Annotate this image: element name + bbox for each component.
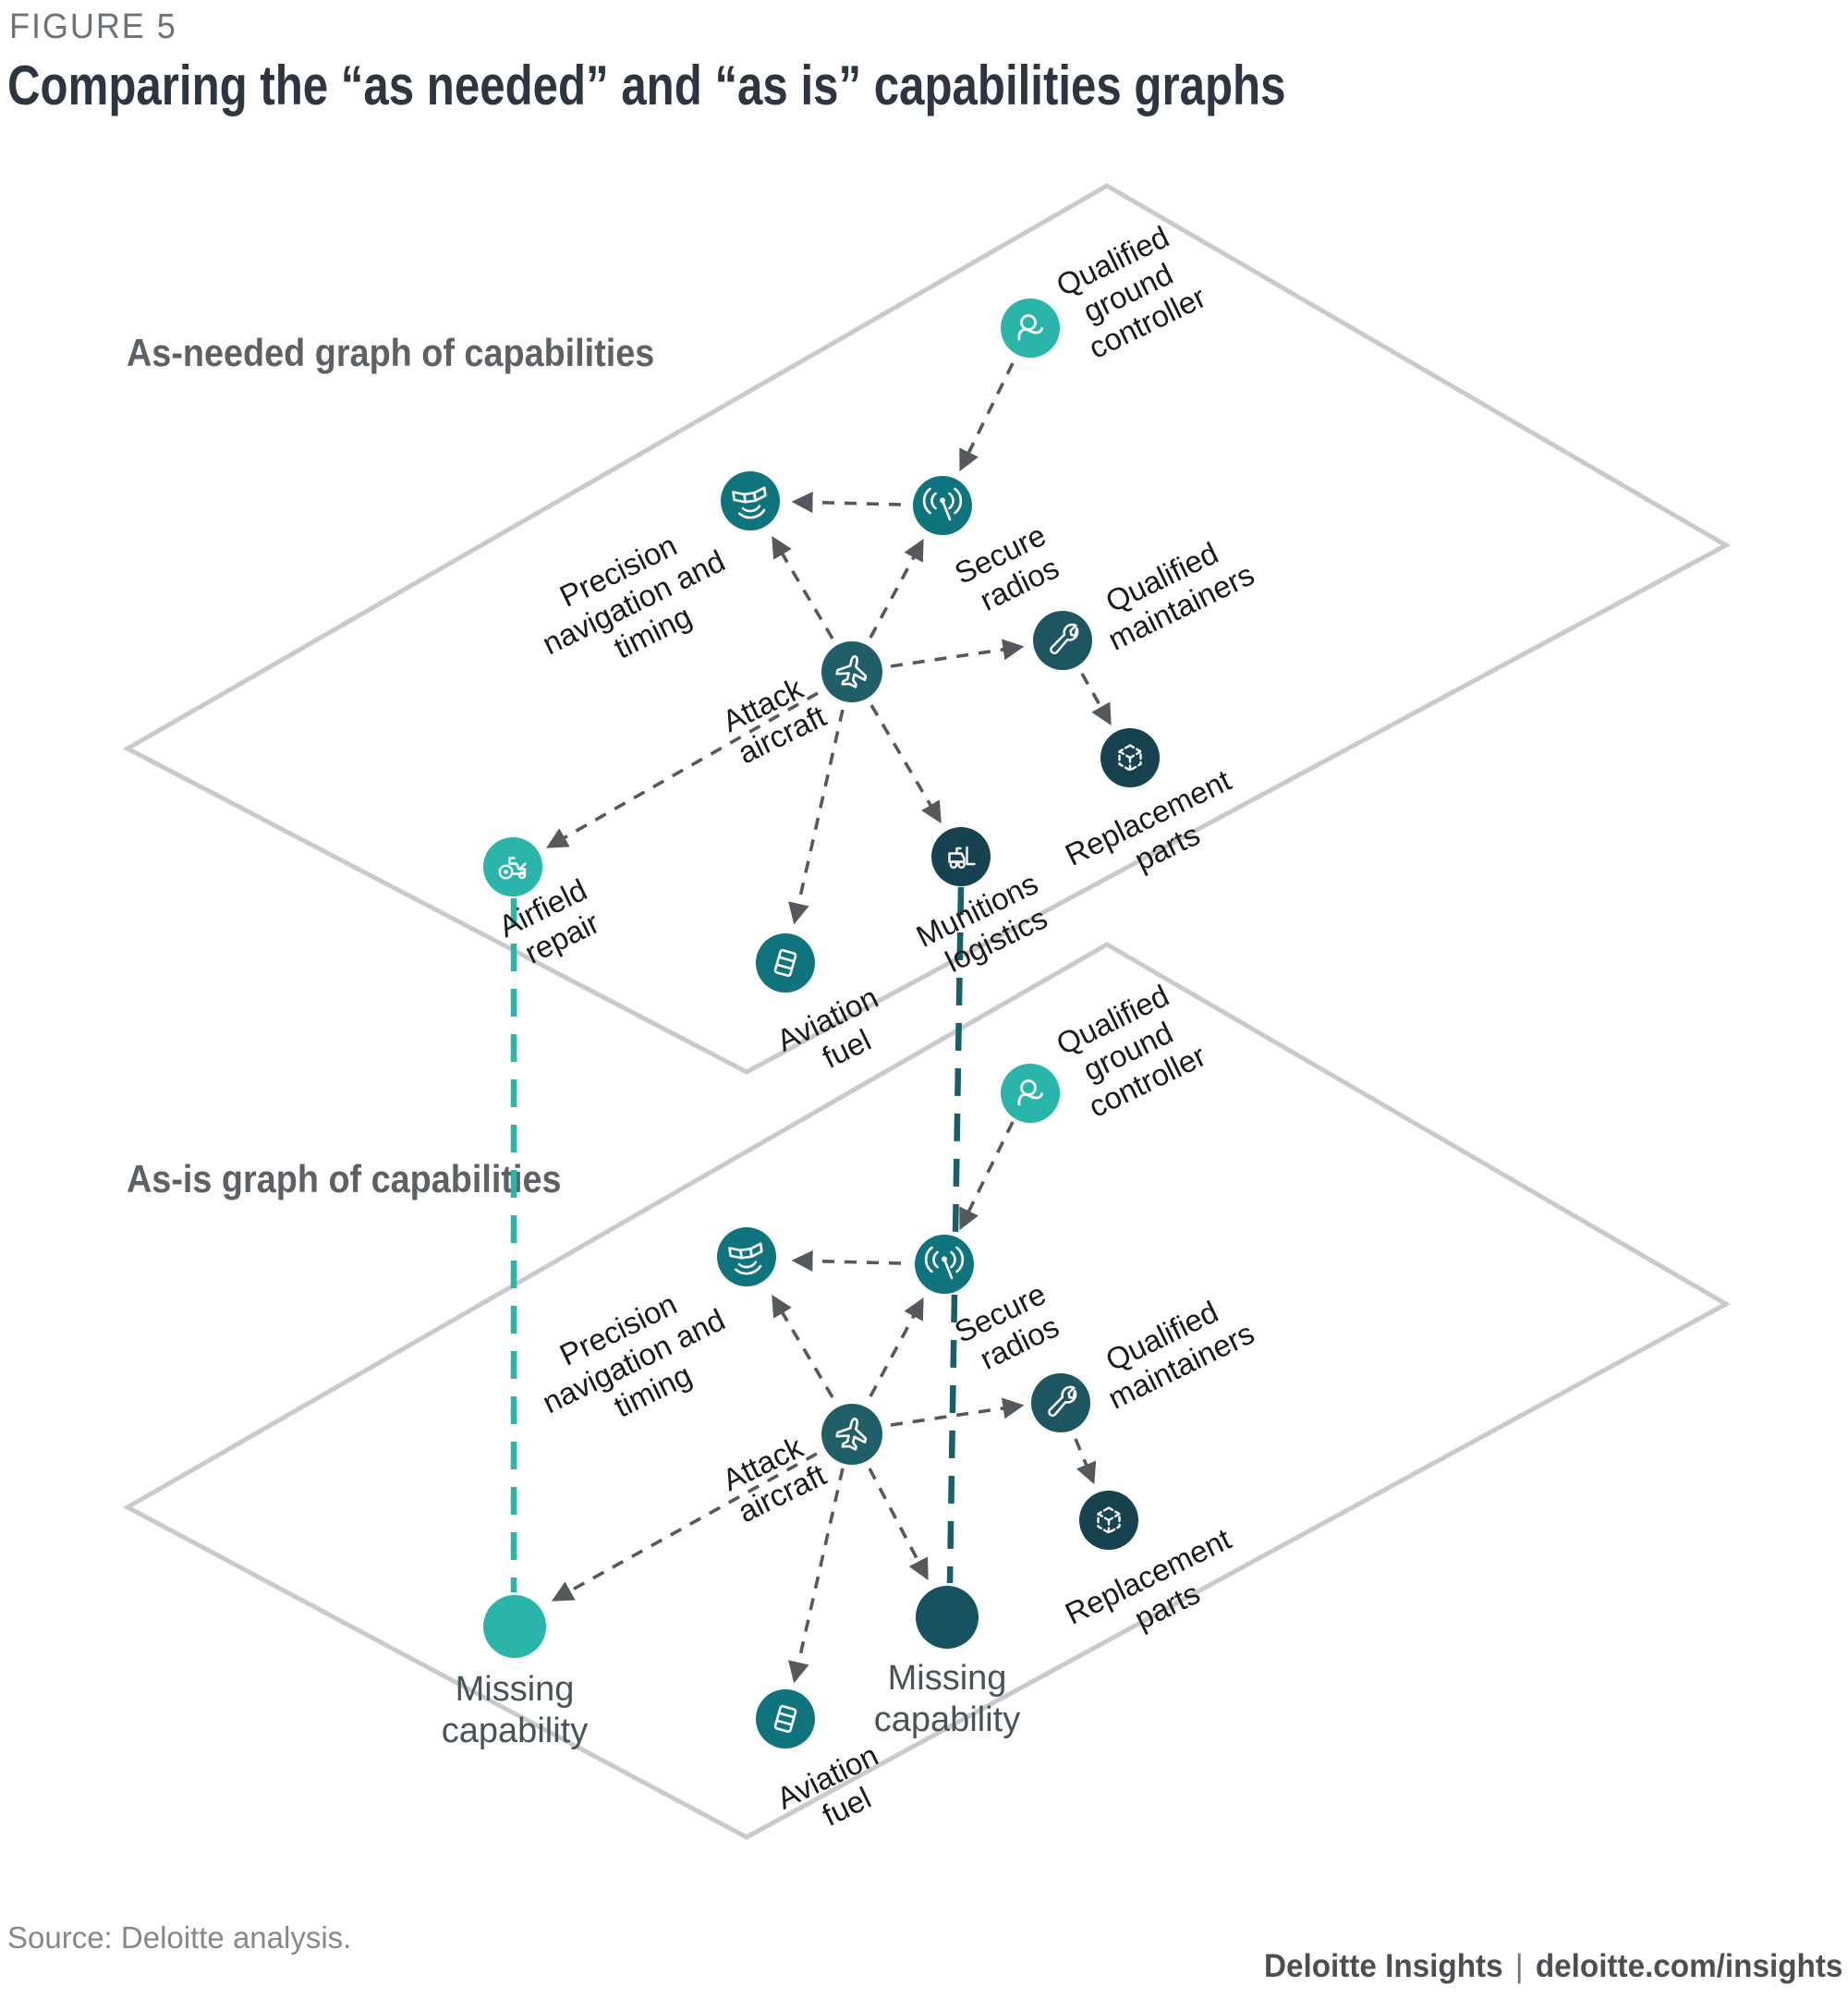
node-label: Precision navigation and timing (521, 1267, 753, 1452)
node-label: Munitions logistics (911, 862, 1066, 985)
radio-waves-icon (922, 487, 963, 521)
edge-arrow (868, 1468, 929, 1581)
edge-arrow (869, 704, 942, 823)
fuel-drum-icon (773, 948, 797, 978)
footer-separator: | (1514, 1948, 1524, 1984)
as-needed-plane-outline (122, 183, 1732, 1075)
edge-arrow (959, 362, 1015, 472)
as-is-plane-outline (122, 942, 1732, 1840)
node-qualified-maintainers-as-is (1031, 1373, 1090, 1432)
forklift-icon (948, 846, 976, 869)
node-label: Qualified ground controller (1051, 215, 1212, 366)
node-secure-radios-as-is (915, 1235, 974, 1294)
fuel-drum-icon (773, 1704, 797, 1734)
node-missing-capability-teal (483, 1595, 546, 1658)
node-attack-aircraft-as-is (821, 1404, 882, 1465)
edge-arrow (869, 538, 924, 639)
edge-arrow (890, 1397, 1025, 1427)
edge-arrow (772, 536, 834, 640)
node-replacement-parts-as-is (1079, 1491, 1138, 1550)
node-missing-capability-dark (916, 1586, 979, 1649)
node-precision-navigation-and-timing-as-is (717, 1227, 776, 1286)
node-precision-navigation-and-timing (721, 471, 780, 530)
edge-arrow (1080, 673, 1112, 726)
node-label: Replacement parts (1060, 759, 1259, 904)
edge-arrow (791, 491, 902, 514)
node-qualified-ground-controller-as-is (1001, 1064, 1060, 1123)
edge-arrow (890, 639, 1025, 668)
node-label: Attack aircraft (717, 667, 832, 771)
edge-arrow (791, 1249, 902, 1273)
wrench-icon (1050, 623, 1079, 654)
edge-arrow (788, 709, 845, 925)
node-munitions-logistics (931, 827, 991, 886)
node-label: Secure radios (949, 1273, 1074, 1381)
edge-arrow (1074, 1438, 1097, 1485)
plane-icon (835, 1418, 868, 1451)
as-needed-graph-label: As-needed graph of capabilities (127, 331, 655, 374)
wrench-icon (1048, 1385, 1077, 1417)
node-label: Aviation fuel (772, 1734, 906, 1847)
footer-credit: Deloitte Insights | deloitte.com/insights (1264, 1948, 1842, 1985)
edge-arrow (772, 1295, 834, 1398)
node-qualified-ground-controller (1001, 298, 1060, 358)
satellite-icon (728, 1242, 763, 1275)
missing-capability-teal-label: Missing capability (441, 1670, 589, 1750)
footer-site: deloitte.com/insights (1535, 1948, 1842, 1984)
node-attack-aircraft (821, 641, 882, 702)
node-aviation-fuel (756, 933, 815, 993)
node-replacement-parts (1100, 728, 1160, 787)
radio-waves-icon (924, 1246, 965, 1280)
node-aviation-fuel-as-is (756, 1689, 815, 1748)
figure-eyebrow: FIGURE 5 (9, 7, 177, 46)
edge-arrow (788, 1468, 845, 1684)
munitions-missing-link (946, 886, 965, 1584)
cube-icon (1097, 1506, 1121, 1534)
source-note: Source: Deloitte analysis. (7, 1920, 352, 1955)
cube-icon (1118, 744, 1142, 772)
edge-arrow (551, 1452, 818, 1602)
node-label: Qualified ground controller (1051, 974, 1212, 1125)
node-airfield-repair (483, 837, 542, 896)
node-label: Secure radios (949, 514, 1074, 622)
node-label: Qualified maintainers (1088, 1284, 1259, 1415)
edge-arrow (959, 1121, 1015, 1231)
node-label: Precision navigation and timing (521, 508, 753, 693)
edge-arrow (869, 1297, 924, 1397)
node-secure-radios (913, 476, 972, 535)
satellite-icon (732, 486, 767, 519)
missing-capability-dark-label: Missing capability (873, 1659, 1021, 1739)
roller-icon (498, 857, 527, 880)
node-qualified-maintainers (1033, 611, 1092, 670)
figure-title: Comparing the “as needed” and “as is” ca… (7, 55, 1286, 116)
person-icon (1017, 1079, 1043, 1106)
as-is-graph-label: As-is graph of capabilities (127, 1157, 562, 1200)
plane-icon (835, 655, 868, 688)
edge-arrow (545, 691, 819, 848)
person-icon (1017, 314, 1043, 341)
node-label: Attack aircraft (717, 1426, 832, 1529)
node-label: Qualified maintainers (1088, 525, 1259, 656)
footer-brand: Deloitte Insights (1263, 1948, 1503, 1984)
